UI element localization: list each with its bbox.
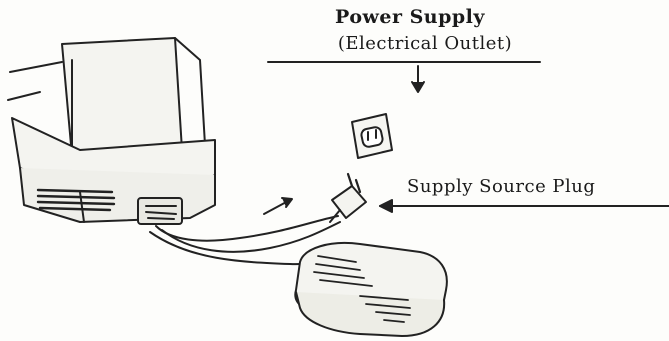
electrical-outlet: [351, 113, 393, 159]
foot-pedal: [294, 242, 448, 337]
outlet-subtitle: (Electrical Outlet): [337, 33, 513, 54]
plug-label: Supply Source Plug: [407, 176, 596, 197]
power-cord: [155, 215, 339, 242]
machine: [7, 37, 216, 225]
supply-plug: [329, 172, 367, 223]
power-supply-title: Power Supply: [335, 6, 485, 28]
